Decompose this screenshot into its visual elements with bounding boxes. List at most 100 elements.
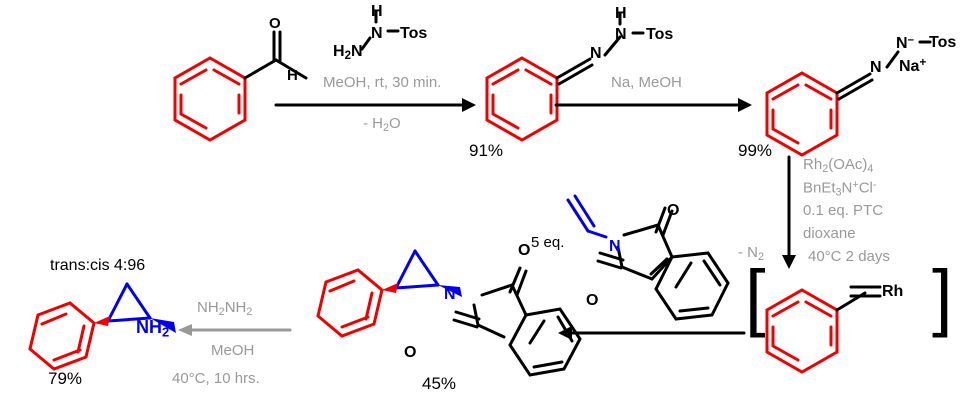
atom-label-n-phthalimide-reagent: N bbox=[609, 238, 621, 255]
bnet-sup2: - bbox=[872, 179, 877, 191]
benzo-ring-product bbox=[508, 307, 582, 377]
equivalents-label: 5 eq. bbox=[531, 234, 565, 251]
hydrazine-tos-label: Tos bbox=[400, 25, 428, 42]
atom-label-n-hydrazonide: N bbox=[870, 59, 882, 76]
reaction-arrow-1 bbox=[274, 98, 476, 112]
cyclopropane-ring bbox=[394, 249, 440, 290]
phenyl-ring-2 bbox=[485, 56, 559, 142]
structure-sodium-hydrazonide bbox=[765, 50, 900, 157]
rh-sub1: 2 bbox=[822, 163, 829, 176]
atom-label-sodium-cation: Na+ bbox=[899, 57, 927, 75]
aldehyde-group bbox=[243, 30, 308, 80]
atom-label-tos-hydrazone: Tos bbox=[646, 26, 674, 43]
atom-label-o-top-product: O bbox=[518, 242, 531, 259]
step5-conditions-below: 40°C, 10 hrs. bbox=[172, 370, 260, 387]
step1-below-pre: - H bbox=[363, 115, 383, 132]
atom-label-nh-hydrazone: N bbox=[615, 26, 627, 43]
wedge-nitrogen bbox=[438, 285, 462, 297]
bnet-sub: 3 bbox=[835, 186, 842, 199]
yield-step4: 45% bbox=[422, 374, 457, 393]
bnet-mid: N bbox=[841, 179, 853, 197]
structure-benzaldehyde bbox=[173, 30, 308, 142]
stereochemistry-ratio: trans:cis 4:96 bbox=[50, 257, 146, 274]
bracket-right-carbene: ] bbox=[932, 255, 953, 338]
anion-bond bbox=[918, 40, 932, 44]
hydrazine-pre: NH bbox=[197, 299, 219, 316]
step3-line-1: Rh2(OAc)4 bbox=[803, 157, 873, 175]
step3-line-3: 0.1 eq. PTC bbox=[803, 202, 884, 219]
structure-rhodium-carbene bbox=[765, 285, 882, 374]
bnet-post: Cl bbox=[858, 179, 873, 197]
hydrazine-h2n-h: H bbox=[333, 43, 345, 60]
step1-conditions-above: MeOH, rt, 30 min. bbox=[323, 74, 442, 91]
phenyl-ring-5 bbox=[316, 268, 384, 338]
carbene-double-bond bbox=[835, 285, 882, 312]
atom-label-nh2: NH2 bbox=[136, 318, 169, 340]
yield-step5: 79% bbox=[48, 369, 83, 388]
reagent-n-vinylphthalimide bbox=[566, 194, 730, 321]
phenyl-ring bbox=[173, 56, 247, 142]
step1-below-post: O bbox=[389, 115, 401, 132]
atom-label-n-anion: N– bbox=[896, 34, 914, 52]
structure-cyclopropyl-amine bbox=[28, 282, 176, 371]
reaction-arrow-3-vertical bbox=[782, 155, 796, 269]
step1-below-sub: 2 bbox=[383, 122, 390, 135]
wedge-amine bbox=[150, 318, 176, 333]
phenyl-ring-4 bbox=[765, 288, 839, 374]
n-anion-symbol: N bbox=[896, 34, 908, 52]
step5-conditions-mid: MeOH bbox=[211, 342, 255, 359]
vinyl-group bbox=[566, 194, 608, 239]
reaction-arrow-5 bbox=[178, 324, 292, 336]
hydrazine-bonds bbox=[360, 10, 400, 51]
structure-cyclopropyl-phthalimide bbox=[316, 249, 582, 377]
wedge-phenyl-amine bbox=[94, 316, 110, 326]
hydrazine-h2n-sub: 2 bbox=[344, 50, 351, 63]
step3-line-2: BnEt3N+Cl- bbox=[803, 180, 876, 198]
bnet-sup: + bbox=[852, 179, 859, 191]
rh-pre: Rh bbox=[803, 156, 823, 173]
phthalimide-core-product bbox=[452, 266, 528, 339]
phthalimide-core bbox=[596, 206, 674, 281]
wedge-phenyl bbox=[382, 283, 398, 293]
rh-sub2: 4 bbox=[867, 163, 874, 176]
hydrazine-mid: NH bbox=[224, 299, 247, 316]
step3-nitrogen-loss: - N2 bbox=[738, 245, 764, 263]
yield-step1: 91% bbox=[469, 141, 504, 160]
step3-line-5: 40°C 2 days bbox=[808, 248, 890, 265]
atom-label-o-benzaldehyde: O bbox=[269, 15, 281, 32]
hydrazine-n-label: N bbox=[371, 25, 383, 42]
atom-label-n-product: N bbox=[444, 286, 456, 303]
cyclopropane-ring-amine bbox=[106, 282, 152, 323]
nh2-symbol: NH bbox=[136, 317, 162, 337]
hydrazine-h2n-n: N bbox=[350, 43, 363, 60]
step3-line-4: dioxane bbox=[803, 225, 856, 242]
n-anion-charge: – bbox=[907, 34, 914, 46]
atom-label-n-hydrazone: N bbox=[590, 45, 602, 62]
hydrazine-h2n-label: H2N bbox=[333, 44, 363, 63]
nh2-sub: 2 bbox=[162, 324, 170, 340]
n2-pre: - N bbox=[738, 244, 758, 261]
benzo-ring bbox=[654, 251, 730, 321]
sodium-charge: + bbox=[919, 57, 927, 69]
hydrazonide-double-bond bbox=[835, 50, 900, 101]
step1-conditions-below: - H2O bbox=[363, 116, 401, 134]
step5-conditions-above: NH2NH2 bbox=[197, 300, 252, 318]
atom-label-rh: Rh bbox=[882, 283, 904, 300]
n2-sub: 2 bbox=[758, 251, 765, 264]
atom-label-h-benzaldehyde: H bbox=[287, 67, 298, 84]
hydrazine-sub2: 2 bbox=[246, 306, 253, 319]
hydrazone-double-bond bbox=[555, 35, 622, 86]
yield-step2: 99% bbox=[738, 141, 773, 160]
hydrazine-sub1: 2 bbox=[218, 306, 225, 319]
atom-label-o-bottom-product: O bbox=[404, 344, 417, 361]
phenyl-ring-6 bbox=[28, 301, 96, 371]
step2-conditions-above: Na, MeOH bbox=[611, 74, 682, 91]
bracket-left-carbene: [ bbox=[745, 255, 766, 338]
atom-label-tos-anion: Tos bbox=[929, 34, 957, 51]
atom-label-o-top-reagent: O bbox=[667, 202, 680, 219]
bnet-pre: BnEt bbox=[803, 179, 836, 197]
sodium-symbol: Na bbox=[899, 57, 920, 75]
reaction-arrow-2 bbox=[554, 98, 752, 112]
hydrazone-nh-bonds bbox=[618, 12, 645, 35]
